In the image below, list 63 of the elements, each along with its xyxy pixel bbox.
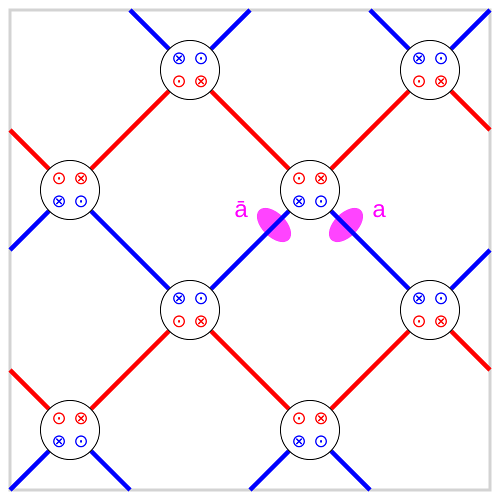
circled-symbol: ⊙: [171, 73, 187, 91]
circled-symbol: ⊗: [411, 290, 427, 308]
circled-symbol: ⊗: [193, 313, 209, 331]
node-circle: [160, 280, 220, 340]
connector-line: [128, 8, 170, 50]
circled-symbol: ⊙: [411, 313, 427, 331]
connector-line: [90, 450, 132, 492]
connector-line: [8, 210, 50, 252]
circled-symbol: ⊙: [313, 193, 329, 211]
connector-line: [330, 330, 410, 410]
connector-line: [450, 8, 492, 50]
connector-line: [450, 330, 492, 372]
circled-symbol: ⊗: [171, 290, 187, 308]
connector-line: [210, 330, 290, 410]
node-circle: [400, 280, 460, 340]
circled-symbol: ⊗: [73, 170, 89, 188]
connector-line: [330, 90, 410, 170]
connector-line: [8, 368, 50, 410]
circled-symbol: ⊙: [193, 50, 209, 68]
circled-symbol: ⊗: [73, 410, 89, 428]
connector-line: [248, 450, 290, 492]
node-circle: [160, 40, 220, 100]
circled-symbol: ⊗: [313, 170, 329, 188]
circled-symbol: ⊙: [433, 50, 449, 68]
circled-symbol: ⊙: [313, 433, 329, 451]
connector-line: [8, 128, 50, 170]
circled-symbol: ⊗: [433, 313, 449, 331]
connector-line: [90, 210, 170, 290]
circled-symbol: ⊙: [51, 410, 67, 428]
circled-symbol: ⊗: [51, 433, 67, 451]
circled-symbol: ⊗: [193, 73, 209, 91]
connector-line: [210, 90, 290, 170]
circled-symbol: ⊙: [433, 290, 449, 308]
letter-label: ā: [234, 198, 248, 222]
circled-symbol: ⊗: [291, 193, 307, 211]
circled-symbol: ⊙: [411, 73, 427, 91]
circled-symbol: ⊙: [73, 433, 89, 451]
circled-symbol: ⊗: [171, 50, 187, 68]
connector-line: [450, 90, 492, 132]
circled-symbol: ⊗: [313, 410, 329, 428]
connector-line: [210, 8, 252, 50]
circled-symbol: ⊗: [51, 193, 67, 211]
connector-line: [90, 90, 170, 170]
node-circle: [280, 400, 340, 460]
node-circle: [280, 160, 340, 220]
circled-symbol: ⊗: [433, 73, 449, 91]
circled-symbol: ⊗: [411, 50, 427, 68]
letter-label: a: [372, 198, 386, 222]
circled-symbol: ⊙: [51, 170, 67, 188]
circled-symbol: ⊙: [291, 410, 307, 428]
connector-line: [450, 248, 492, 290]
connector-line: [368, 8, 410, 50]
circled-symbol: ⊙: [291, 170, 307, 188]
node-circle: [40, 400, 100, 460]
connector-line: [330, 450, 372, 492]
node-circle: [40, 160, 100, 220]
circled-symbol: ⊗: [291, 433, 307, 451]
circled-symbol: ⊙: [171, 313, 187, 331]
connector-line: [8, 450, 50, 492]
connector-line: [90, 330, 170, 410]
node-circle: [400, 40, 460, 100]
circled-symbol: ⊙: [193, 290, 209, 308]
circled-symbol: ⊙: [73, 193, 89, 211]
